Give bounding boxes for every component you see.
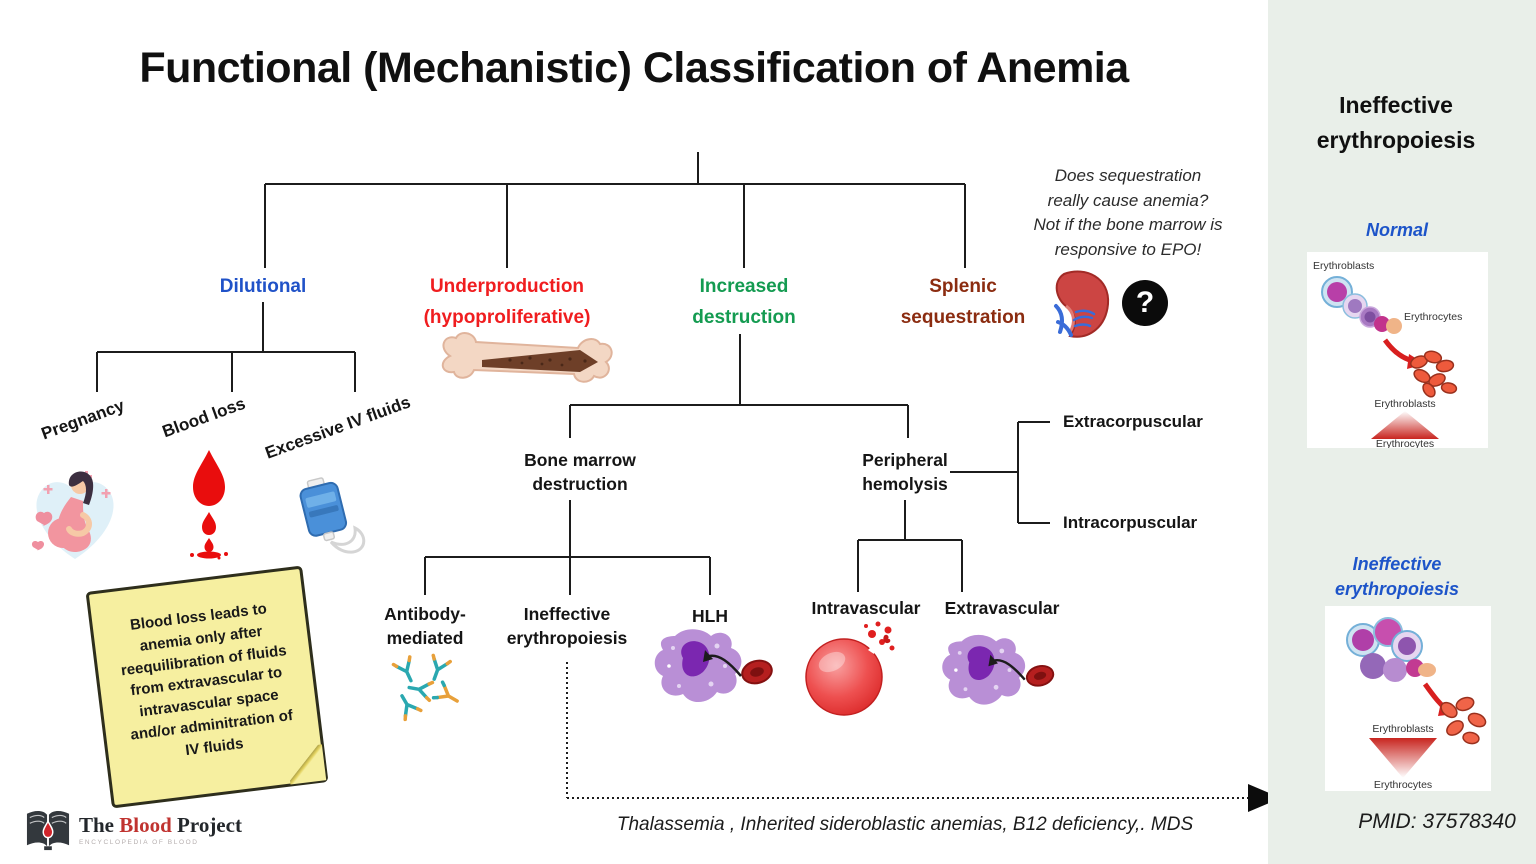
category-splenic-sequestration: Splenic sequestration <box>900 276 1026 328</box>
label-intracorpuscular: Intracorpuscular <box>1063 513 1198 532</box>
logo-tagline: ENCYCLOPEDIA OF BLOOD <box>79 839 199 847</box>
ineffective-panel-illustration: Erythroblasts Erythrocytes <box>1346 617 1487 791</box>
category-increased-destruction: Increased destruction <box>692 276 796 328</box>
node-antibody-mediated: Antibody- mediated <box>384 604 466 649</box>
node-intravascular: Intravascular <box>811 598 921 618</box>
logo-wordmark: The Blood Project <box>79 813 242 837</box>
macrophage-extravascular-icon <box>942 634 1055 705</box>
sidebar-ineffective-label: Ineffective erythropoiesis <box>1334 554 1460 600</box>
label-extracorpuscular: Extracorpuscular <box>1063 412 1203 431</box>
book-blood-icon <box>26 810 70 851</box>
bone-marrow-icon <box>441 332 613 383</box>
page-title: Functional (Mechanistic) Classification … <box>139 44 1129 92</box>
node-ineffective-erythropoiesis: Ineffective erythropoiesis <box>506 604 628 649</box>
macrophage-hlh-icon <box>654 629 773 703</box>
blood-drop-icon <box>190 450 228 560</box>
pmid-reference: PMID: 37578340 <box>1358 810 1516 833</box>
node-peripheral-hemolysis: Peripheral hemolysis <box>862 450 948 495</box>
node-bone-marrow-destruction: Bone marrow destruction <box>524 450 636 495</box>
question-mark-icon: ? <box>1122 280 1168 326</box>
logo-word-blood: Blood <box>119 813 172 837</box>
normal-panel-illustration: Erythroblasts Erythrocytes Erythroblasts <box>1313 260 1462 448</box>
ineffective-erythropoiesis-panel: Erythroblasts Erythrocytes <box>1325 606 1491 791</box>
footnote-examples: Thalassemia , Inherited sideroblastic an… <box>616 814 1194 835</box>
ineffective-erythroblasts-label: Erythroblasts <box>1372 723 1433 735</box>
sticky-note-fold <box>286 744 327 785</box>
logo-word-project: Project <box>177 813 242 837</box>
node-hlh: HLH <box>692 606 728 626</box>
spleen-icon <box>1054 270 1110 338</box>
pregnant-woman-icon <box>31 471 114 559</box>
sequestration-question-note: Does sequestration really cause anemia? … <box>1033 166 1223 259</box>
sticky-note: Blood loss leads to anemia only after re… <box>85 565 329 809</box>
antibody-icon <box>391 653 459 722</box>
category-underproduction: Underproduction (hypoproliferative) <box>423 276 591 328</box>
normal-erythropoiesis-panel: Erythroblasts Erythrocytes Erythroblasts <box>1307 252 1488 448</box>
ineffective-erythrocytes-label: Erythrocytes <box>1374 779 1432 791</box>
normal-erythroblasts-top-label: Erythroblasts <box>1313 260 1374 272</box>
normal-erythrocytes-triangle-label: Erythrocytes <box>1376 438 1434 448</box>
arrowhead-icon <box>1248 784 1281 812</box>
blood-project-logo: The Blood Project ENCYCLOPEDIA OF BLOOD <box>25 808 242 852</box>
sticky-note-text: Blood loss leads to anemia only after re… <box>119 600 294 759</box>
burst-rbc-icon <box>805 621 895 716</box>
normal-erythroblasts-triangle-label: Erythroblasts <box>1374 398 1435 410</box>
iv-bag-icon <box>299 477 366 554</box>
node-extravascular: Extravascular <box>944 598 1060 618</box>
logo-word-the: The <box>79 813 115 837</box>
normal-erythrocytes-label: Erythrocytes <box>1404 311 1462 323</box>
category-dilutional: Dilutional <box>219 276 307 297</box>
sidebar-normal-label: Normal <box>1365 220 1429 240</box>
sidebar-title: Ineffective erythropoiesis <box>1316 92 1476 153</box>
dotted-arrow-line <box>566 662 1248 799</box>
